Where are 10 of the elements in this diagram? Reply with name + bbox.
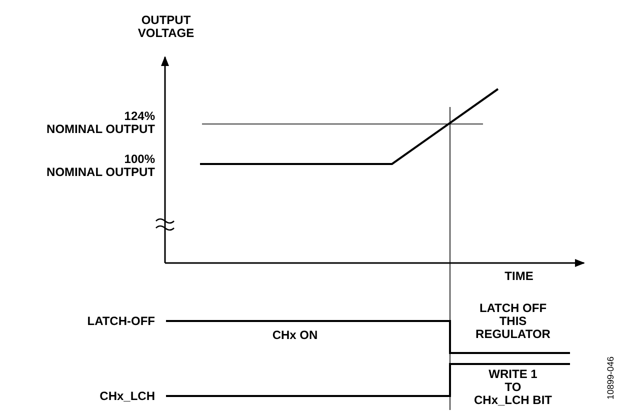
- axis-title: OUTPUT VOLTAGE: [138, 14, 194, 40]
- signal-name: CHx_LCH: [100, 390, 155, 403]
- figure-number: 10899-046: [604, 356, 616, 400]
- level-label: 100% NOMINAL OUTPUT: [46, 153, 155, 179]
- level-label: 124% NOMINAL OUTPUT: [46, 110, 155, 136]
- signal-name: LATCH-OFF: [87, 315, 155, 328]
- state-label: CHx ON: [272, 329, 318, 342]
- axis-title: TIME: [504, 270, 534, 283]
- state-label: WRITE 1 TO CHx_LCH BIT: [474, 368, 552, 407]
- state-label: LATCH OFF THIS REGULATOR: [476, 302, 550, 341]
